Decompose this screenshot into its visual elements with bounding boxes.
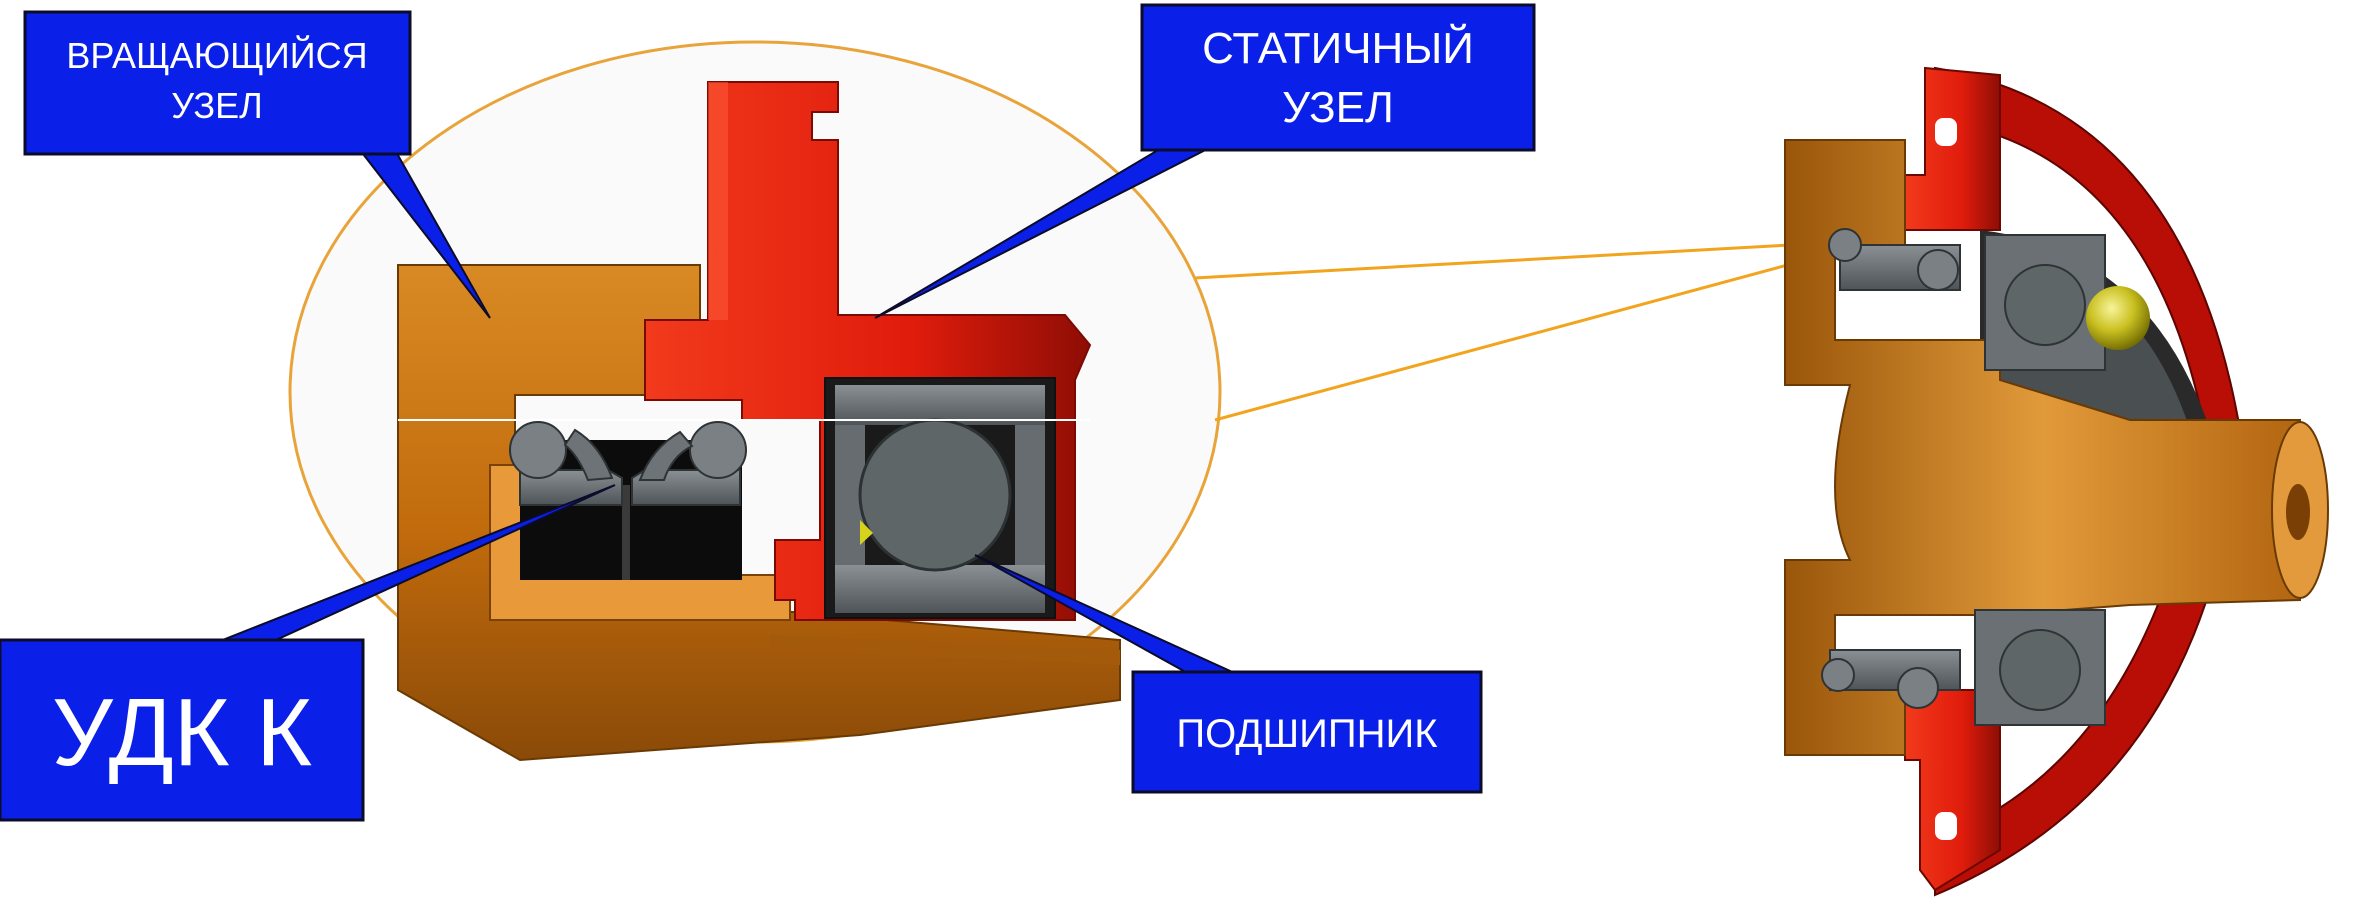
static-flange-shadow [708,82,728,320]
assembly-shaft-hole [2286,484,2310,540]
assembly-rotating-hub [1784,139,2301,756]
zoom-guide-top [1194,238,1881,280]
callout-rotating-line2: УЗЕЛ [171,85,262,126]
callout-seal-label: УДК К [52,679,312,786]
callout-static-node: СТАТИЧНЫЙ УЗЕЛ [874,3,1536,319]
zoom-guide-bottom [1214,238,1881,422]
assembly-static-disc [1934,66,2242,897]
callout-seal: УДК К [0,484,616,822]
bearing-detail [824,377,1056,619]
bearing-ball [858,418,1012,572]
assembly-notch-top [1935,118,1957,146]
assembly-ball-yellow [2086,286,2150,350]
seal-ring-right [631,421,747,506]
callout-bearing-label: ПОДШИПНИК [1176,712,1438,756]
seal-ring-left [509,421,623,506]
assembly-static-body [1904,66,2001,231]
callout-bearing: ПОДШИПНИК [974,554,1483,794]
rotating-housing-lip [770,635,1120,665]
callout-rotating-line1: ВРАЩАЮЩИЙСЯ [66,34,367,76]
callout-static-line1: СТАТИЧНЫЙ [1202,22,1474,73]
callout-rotating-node: ВРАЩАЮЩИЙСЯ УЗЕЛ [23,10,491,319]
zoom-detail [288,40,1881,762]
seal-cavity-divider [622,485,630,580]
callout-static-line2: УЗЕЛ [1282,83,1394,132]
assembly-notch-bottom [1935,812,1957,840]
assembly-section [1784,66,2329,897]
